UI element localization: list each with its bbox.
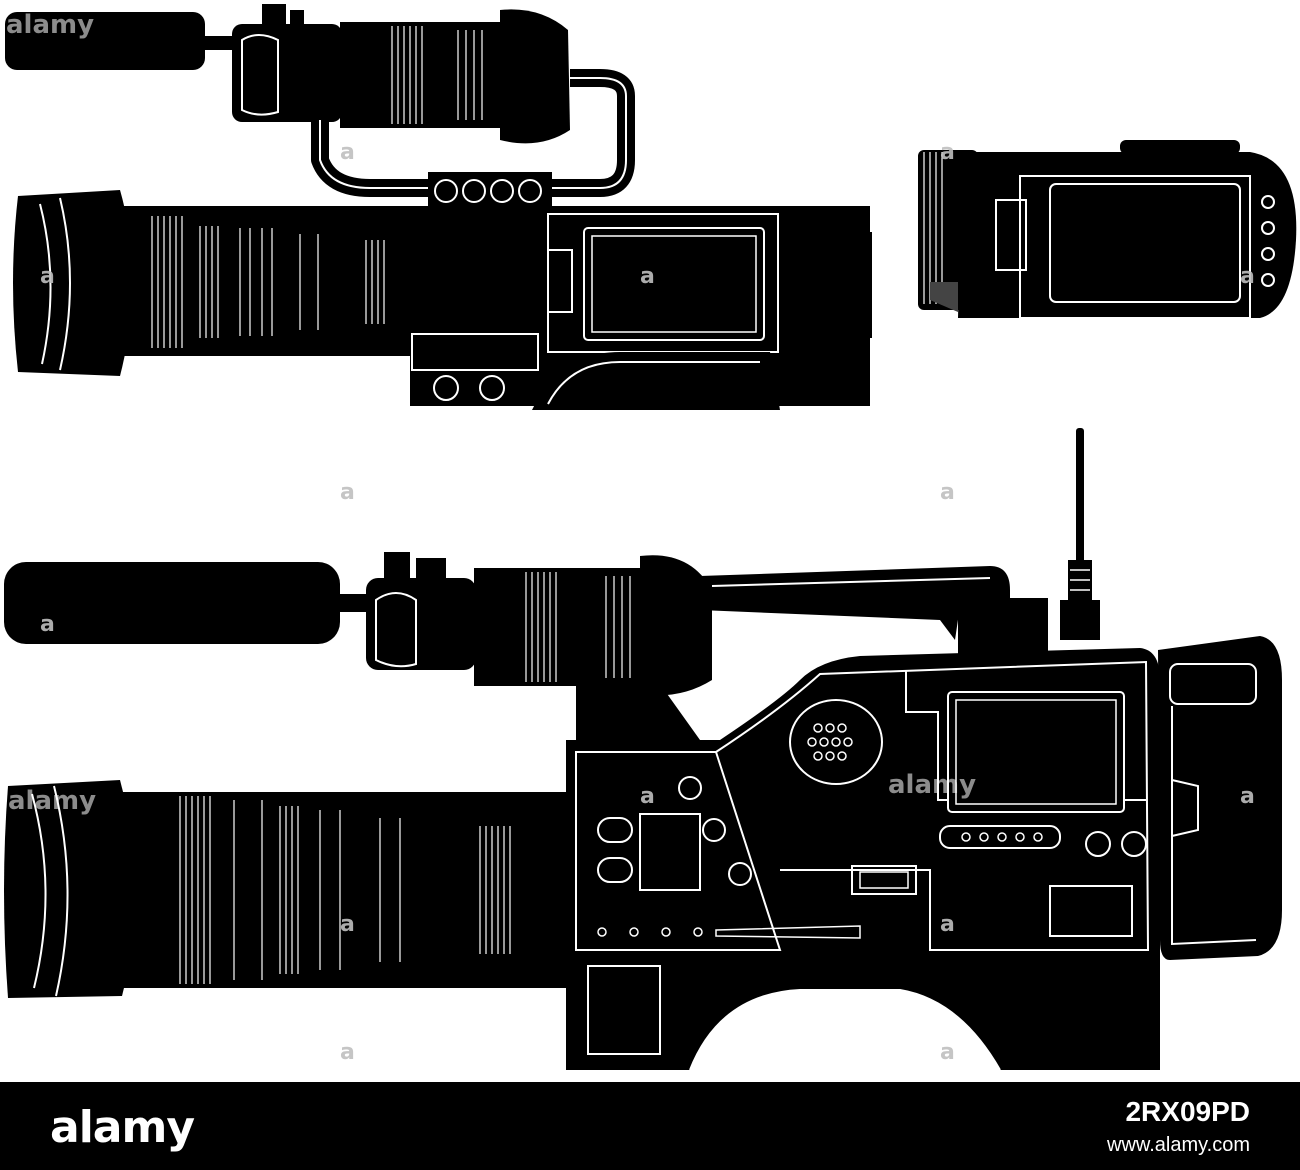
top-camera-screen xyxy=(583,227,765,341)
compact-camcorder xyxy=(918,140,1297,319)
battery-pack xyxy=(1158,636,1282,960)
site-url[interactable]: www.alamy.com xyxy=(1107,1134,1250,1156)
antenna xyxy=(1076,428,1084,578)
image-id: 2RX09PD xyxy=(1125,1096,1250,1127)
stock-footer: alamy 2RX09PD www.alamy.com xyxy=(0,1082,1300,1170)
broadcast-camera-screen xyxy=(947,691,1125,813)
alamy-logo[interactable]: alamy xyxy=(50,1102,195,1153)
top-camera xyxy=(5,4,872,410)
top-camera-microphone xyxy=(5,12,205,70)
broadcast-camera-microphone xyxy=(4,562,340,644)
speaker-grille xyxy=(789,699,883,785)
top-camera-eyecup xyxy=(500,9,570,144)
top-camera-lens-hood xyxy=(13,190,133,376)
broadcast-camera-lens-hood xyxy=(4,780,136,998)
camera-illustration xyxy=(4,4,1297,1071)
compact-camcorder-screen xyxy=(1049,183,1241,303)
broadcast-camera xyxy=(4,428,1282,1071)
